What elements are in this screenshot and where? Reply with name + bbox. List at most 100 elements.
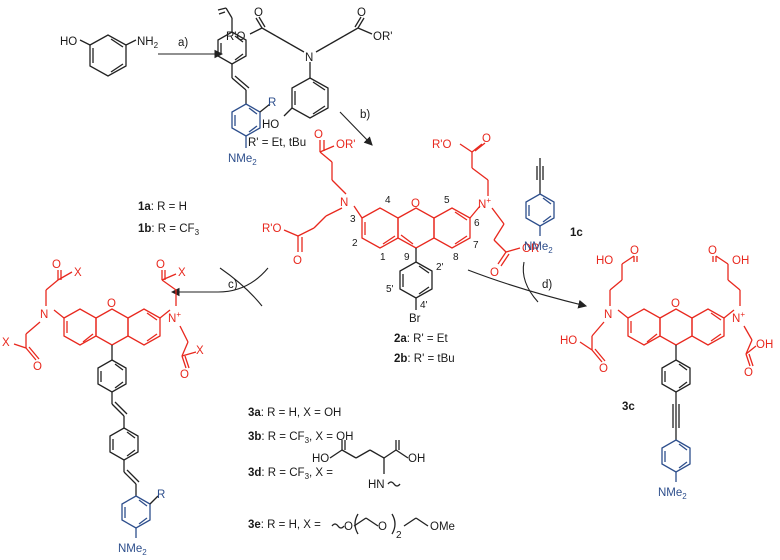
glutamate-substituent: HO OH HN <box>312 440 425 491</box>
o-3c-c: O <box>708 245 717 257</box>
arrow-step-d <box>467 269 588 309</box>
glu-attachment-wavy <box>387 481 401 487</box>
xanthene-oxygen-3c: O <box>671 298 680 310</box>
arrow-step-c <box>170 267 269 297</box>
compound-3c-product: O N N+ HO O O HO OH O O OH <box>560 245 773 501</box>
arrow-step-b <box>339 111 373 146</box>
label-2a: 2a: R' = Et <box>394 333 448 345</box>
atom-number-1: 1 <box>380 252 386 263</box>
carbonyl-o-left: O <box>254 7 263 19</box>
label-3d: 3d: R = CF3, X = <box>248 467 333 481</box>
ro-bottom-left: R'O <box>262 223 282 235</box>
dimethylamino-3: NMe2 <box>118 543 147 557</box>
o-top-left: O <box>314 129 323 141</box>
xanthene-oxygen-3: O <box>107 298 116 310</box>
arrow-step-c-feed <box>219 267 263 307</box>
glu-hn: HN <box>368 479 385 491</box>
atom-number-7: 7 <box>473 240 479 251</box>
atom-number-3: 3 <box>350 214 356 225</box>
o-3c-d: O <box>744 367 753 379</box>
glu-oh: OH <box>408 453 425 465</box>
iminium-n-3c: N+ <box>732 310 745 325</box>
atom-number-5prime: 5' <box>386 284 394 295</box>
o-3-d: O <box>180 369 189 381</box>
r-prime-definition: R' = Et, tBu <box>248 137 306 149</box>
peg-o2: O <box>378 521 387 533</box>
atom-number-8: 8 <box>453 252 459 263</box>
ro-top-right: R'O <box>432 139 452 151</box>
o-top-right: O <box>482 133 491 145</box>
label-3b: 3b: R = CF3, X = OH <box>248 431 353 445</box>
step-d-label: d) <box>542 279 552 291</box>
x-3-a: X <box>74 267 82 279</box>
peg-ome: OMe <box>430 521 455 533</box>
step-b-label: b) <box>360 109 370 121</box>
compound-1ab-structure: R NMe2 1a: R = H 1b: R = CF3 <box>138 7 276 237</box>
label-3e: 3e: R = H, X = <box>248 519 321 531</box>
dimethylamino-3c: NMe2 <box>658 487 687 501</box>
o-bottom-right: O <box>490 267 499 279</box>
x-3-b: X <box>2 337 10 349</box>
label-2b: 2b: R' = tBu <box>394 353 455 365</box>
o-3c-b: O <box>599 363 608 375</box>
ho-3c-a: HO <box>596 255 613 267</box>
peg-o1: O <box>344 521 353 533</box>
dimethylamino-1c: NMe2 <box>524 241 553 255</box>
dimethylamino-label: NMe2 <box>228 153 257 167</box>
r-substituent-label: R <box>268 97 276 109</box>
label-1a: 1a: R = H <box>138 201 187 213</box>
bromine-label: Br <box>409 313 421 325</box>
amine-n-left-3c: N <box>604 309 612 321</box>
atom-number-2prime: 2' <box>436 262 444 273</box>
compound-2-rhodamine: O N N+ O OR' O R'O O R'O O OR' <box>262 129 541 365</box>
arrow-step-d-feed <box>522 261 539 303</box>
atom-number-6: 6 <box>474 218 480 229</box>
step-c-label: c) <box>228 279 238 291</box>
oh-3c-a: OH <box>732 255 749 267</box>
ester-right-label: OR' <box>373 31 392 43</box>
atom-number-2: 2 <box>352 238 358 249</box>
x-3-d: X <box>196 345 204 357</box>
peg-open-paren <box>354 513 359 535</box>
or-bottom-right: OR' <box>522 243 541 255</box>
x-3-c: X <box>178 267 186 279</box>
o-3-a: O <box>52 259 61 271</box>
label-3a: 3a: R = H, X = OH <box>248 407 341 419</box>
atom-number-4: 4 <box>385 195 391 206</box>
starting-material-aminophenol: HO NH2 <box>60 34 159 77</box>
label-1b: 1b: R = CF3 <box>138 223 200 237</box>
amine-n-left: N <box>340 197 348 209</box>
amine-label: NH2 <box>137 36 159 50</box>
step-a-label: a) <box>178 37 188 49</box>
peg-close-paren <box>391 513 396 535</box>
o-3-c: O <box>156 259 165 271</box>
peg-attachment-wavy <box>331 523 345 529</box>
compound-3-product: O N N+ O X O X O X O X <box>2 259 204 557</box>
intermediate-diester: O O R'O OR' N HO R' = Et, tBu <box>226 7 392 149</box>
peg-repeat-n: 2 <box>396 530 402 541</box>
atom-number-4prime: 4' <box>420 300 428 311</box>
atom-number-5: 5 <box>444 195 450 206</box>
atom-number-9: 9 <box>404 252 410 263</box>
amine-n-left-3: N <box>40 309 48 321</box>
label-3c: 3c <box>622 401 635 413</box>
glu-ho: HO <box>312 453 329 465</box>
iminium-n: N+ <box>478 196 491 211</box>
iminium-n-3: N+ <box>168 310 181 325</box>
oh-3c-b: OH <box>756 339 773 351</box>
hydroxyl-label: HO <box>60 36 77 48</box>
peg-substituent: O O 2 OMe <box>331 513 455 541</box>
o-bottom-left: O <box>293 255 302 267</box>
carbonyl-o-right: O <box>357 7 366 19</box>
compound-3-legend: 3a: R = H, X = OH 3b: R = CF3, X = OH 3d… <box>248 407 455 541</box>
ho-3c-b: HO <box>560 335 577 347</box>
nitrogen-label: N <box>305 52 313 64</box>
o-3-b: O <box>33 361 42 373</box>
label-1c: 1c <box>570 227 583 239</box>
xanthene-oxygen: O <box>411 198 420 210</box>
intermediate-hydroxyl: HO <box>262 119 279 131</box>
or-top-left: OR' <box>336 139 355 151</box>
o-3c-a: O <box>630 245 639 257</box>
